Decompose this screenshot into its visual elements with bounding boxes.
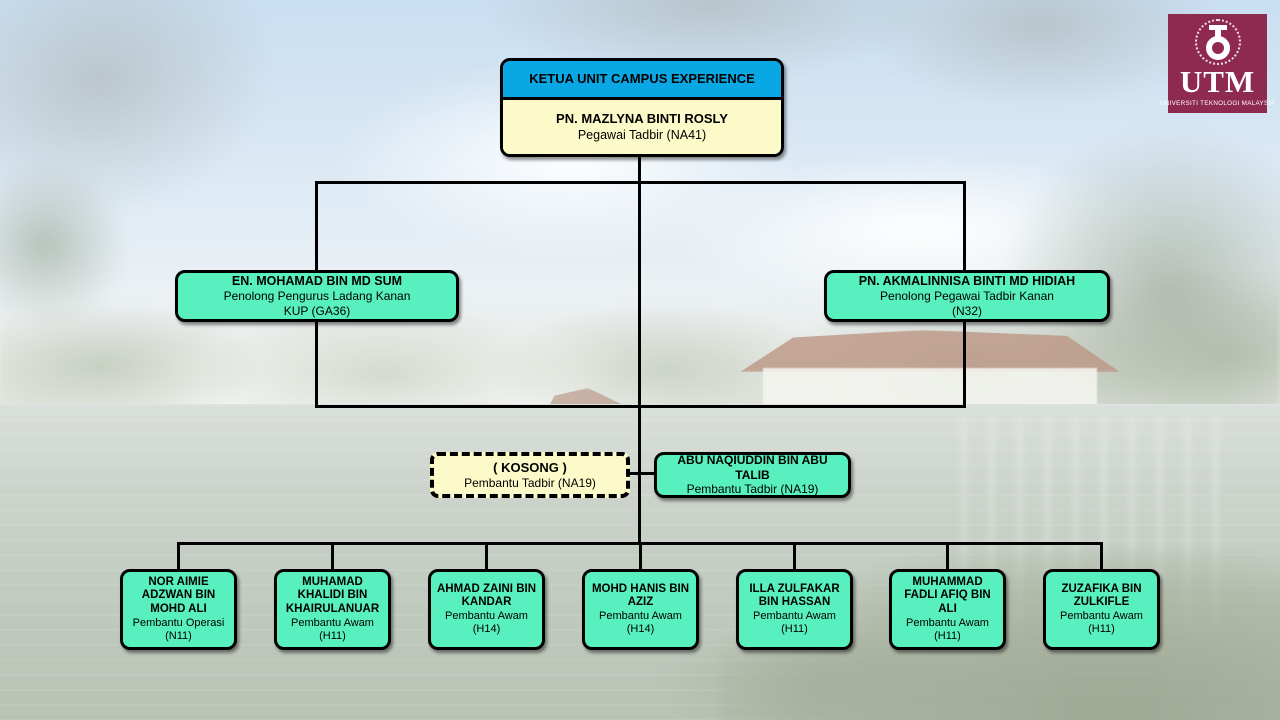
utm-full-name: UNIVERSITI TEKNOLOGI MALAYSIA (1159, 100, 1276, 107)
person-name: MOHD HANIS BIN AZIZ (591, 582, 690, 609)
person-title: Pembantu Tadbir (NA19) (464, 475, 596, 490)
person-title: Pembantu Operasi (132, 617, 225, 629)
person-grade: (N11) (165, 630, 192, 643)
connector-staff-drop (177, 542, 180, 571)
person-title: Pembantu Awam (753, 610, 836, 623)
node-staff-3: AHMAD ZAINI BIN KANDAR Pembantu Awam (H1… (428, 569, 545, 650)
person-name: AHMAD ZAINI BIN KANDAR (436, 582, 537, 609)
node-staff-6: MUHAMMAD FADLI AFIQ BIN ALI Pembantu Awa… (889, 569, 1006, 650)
person-title: Pegawai Tadbir (NA41) (577, 127, 707, 142)
person-grade: (H11) (781, 623, 808, 636)
tree-branches (860, 0, 1220, 110)
node-assistant-vacant: ( KOSONG ) Pembantu Tadbir (NA19) (430, 452, 630, 498)
person-name: NOR AIMIE ADZWAN BIN MOHD ALI (141, 575, 216, 616)
connector-staff-drop (485, 542, 488, 571)
connector-assistants (627, 472, 657, 475)
person-title: Penolong Pegawai Tadbir Kanan (880, 289, 1054, 304)
utm-acronym: UTM (1179, 64, 1256, 99)
utm-logo: UTM UNIVERSITI TEKNOLOGI MALAYSIA (1160, 14, 1275, 113)
connector-loop-top (315, 181, 966, 184)
connector-staff-drop (793, 542, 796, 571)
person-grade: (H11) (1088, 623, 1115, 636)
node-root-unit-header: KETUA UNIT CAMPUS EXPERIENCE (503, 61, 781, 100)
person-title: Pembantu Awam (291, 617, 374, 629)
person-title: Pembantu Awam (599, 610, 682, 623)
person-name: MUHAMMAD FADLI AFIQ BIN ALI (904, 575, 991, 616)
building-roof (740, 330, 1120, 372)
tree (0, 160, 130, 330)
connector-staff-drop (331, 542, 334, 571)
node-root-body: PN. MAZLYNA BINTI ROSLY Pegawai Tadbir (… (503, 100, 781, 154)
person-name: ABU NAQIUDDIN BIN ABU TALIB (677, 453, 828, 482)
connector-staff-drop (639, 542, 642, 571)
node-deputy-left: EN. MOHAMAD BIN MD SUM Penolong Pengurus… (175, 270, 459, 322)
person-grade: (H14) (472, 623, 501, 636)
node-root: KETUA UNIT CAMPUS EXPERIENCE PN. MAZLYNA… (500, 58, 784, 157)
person-title: Pembantu Awam (445, 610, 528, 623)
person-title: Pembantu Awam (1060, 610, 1143, 623)
person-title: Pembantu Tadbir (NA19) (686, 482, 819, 497)
person-name: MUHAMAD KHALIDI BIN KHAIRULANUAR (285, 575, 380, 616)
node-staff-2: MUHAMAD KHALIDI BIN KHAIRULANUAR Pembant… (274, 569, 391, 650)
node-staff-4: MOHD HANIS BIN AZIZ Pembantu Awam (H14) (582, 569, 699, 650)
connector-loop-bottom (315, 405, 966, 408)
node-assistant-staff: ABU NAQIUDDIN BIN ABU TALIB Pembantu Tad… (654, 452, 851, 498)
connector-staff-drop (946, 542, 949, 571)
person-title: Pembantu Awam (906, 617, 989, 629)
connector-root-vertical (638, 155, 641, 545)
person-grade: (N32) (951, 303, 982, 318)
person-name: PN. AKMALINNISA BINTI MD HIDIAH (858, 274, 1076, 289)
person-name: EN. MOHAMAD BIN MD SUM (231, 274, 403, 289)
node-staff-1: NOR AIMIE ADZWAN BIN MOHD ALI Pembantu O… (120, 569, 237, 650)
person-name: ILLA ZULFAKAR BIN HASSAN (749, 582, 840, 609)
utm-crest-icon (1194, 19, 1241, 65)
person-name: ZUZAFIKA BIN ZULKIFLE (1061, 582, 1142, 609)
node-staff-7: ZUZAFIKA BIN ZULKIFLE Pembantu Awam (H11… (1043, 569, 1160, 650)
node-staff-5: ILLA ZULFAKAR BIN HASSAN Pembantu Awam (… (736, 569, 853, 650)
person-grade: (H14) (626, 623, 655, 636)
vacant-label: ( KOSONG ) (493, 460, 567, 475)
node-deputy-right: PN. AKMALINNISA BINTI MD HIDIAH Penolong… (824, 270, 1110, 322)
connector-staff-drop (1100, 542, 1103, 571)
person-grade: (H11) (319, 630, 346, 643)
lakeside-building (740, 330, 1120, 412)
person-grade: (H11) (934, 630, 961, 643)
person-name: PN. MAZLYNA BINTI ROSLY (556, 111, 728, 127)
person-title: Penolong Pengurus Ladang Kanan (223, 289, 411, 304)
person-grade: KUP (GA36) (283, 303, 351, 318)
